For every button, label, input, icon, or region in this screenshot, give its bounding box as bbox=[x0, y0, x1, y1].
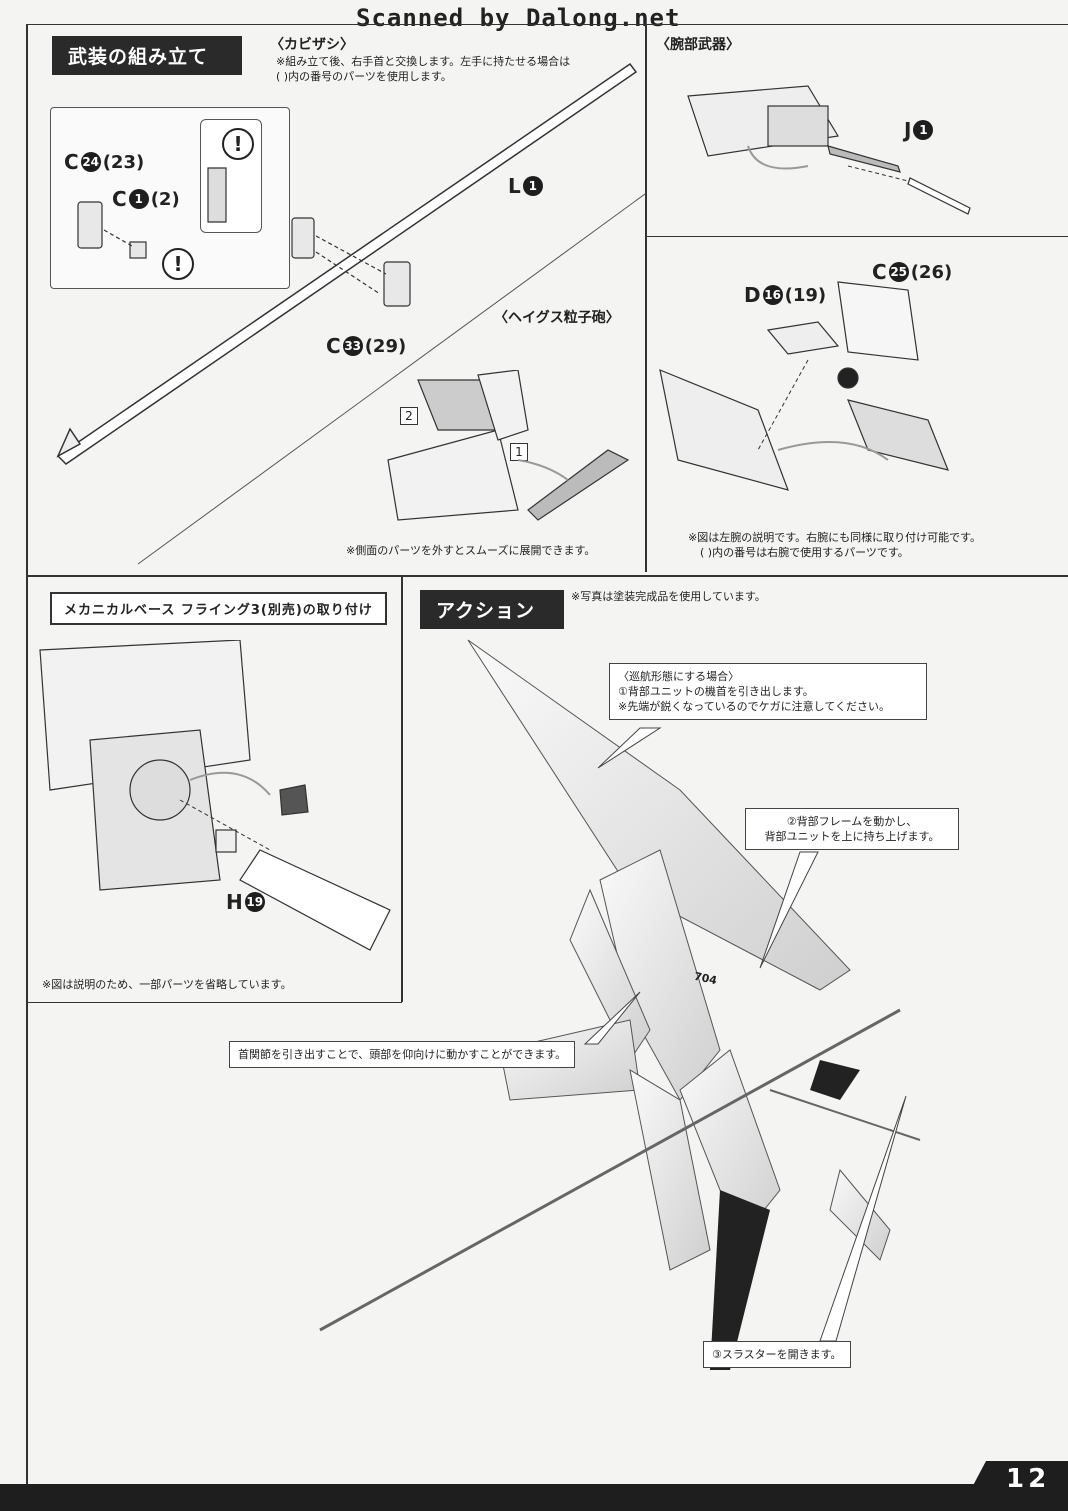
section-title-action: アクション bbox=[420, 590, 564, 629]
callout-back-frame-line2: 背部ユニットを上に持ち上げます。 bbox=[764, 830, 940, 843]
warning-icon: ! bbox=[222, 128, 254, 160]
callout-back-frame: ②背部フレームを動かし、 背部ユニットを上に持ち上げます。 bbox=[745, 808, 959, 850]
divider-diagonal bbox=[137, 193, 645, 565]
page-number: 12 bbox=[1006, 1464, 1051, 1494]
step-1-label: 1 bbox=[510, 443, 528, 461]
callout-back-frame-line1: ②背部フレームを動かし、 bbox=[786, 815, 918, 828]
divider-mech-base-right bbox=[401, 577, 403, 1002]
callout-cruise-mode-step: ①背部ユニットの機首を引き出します。 bbox=[618, 685, 814, 698]
kabizashi-note-2: ( )内の番号のパーツを使用します。 bbox=[276, 70, 452, 83]
hages-cannon-diagram bbox=[387, 370, 630, 521]
warning-icon-2: ! bbox=[162, 248, 194, 280]
kabizashi-note-1: ※組み立て後、右手首と交換します。左手に持たせる場合は bbox=[276, 55, 571, 68]
divider-horizontal bbox=[26, 575, 1068, 577]
footer-bar bbox=[0, 1484, 1068, 1511]
arm-weapon-diagram bbox=[687, 85, 971, 215]
spear-shaft bbox=[56, 62, 638, 465]
callout-cruise-mode: 〈巡航形態にする場合〉 ①背部ユニットの機首を引き出します。 ※先端が鋭くなって… bbox=[609, 663, 927, 720]
arm-weapon-note-1: ※図は左腕の説明です。右腕にも同様に取り付け可能です。 bbox=[688, 531, 982, 544]
action-figure-photo bbox=[319, 639, 921, 1370]
divider-arm-weapon bbox=[647, 236, 1068, 237]
arm-bracket-diagram bbox=[659, 281, 949, 491]
hand-parts-left bbox=[77, 167, 227, 259]
section-title-mechanical-base: メカニカルベース フライング3(別売)の取り付け bbox=[50, 592, 387, 625]
divider-top-vertical bbox=[645, 24, 647, 572]
mechanical-base-note: ※図は説明のため、一部パーツを省略しています。 bbox=[42, 978, 292, 991]
kabizashi-subtitle: 〈カビザシ〉 bbox=[270, 37, 354, 53]
divider-mech-base-bottom bbox=[28, 1002, 402, 1003]
hand-parts-center bbox=[291, 217, 411, 307]
callout-cruise-mode-warning: ※先端が鋭くなっているのでケガに注意してください。 bbox=[618, 700, 891, 713]
assembly-arrows bbox=[103, 229, 387, 295]
action-photo-note: ※写真は塗装完成品を使用しています。 bbox=[571, 590, 766, 603]
divider-left-vertical bbox=[26, 24, 28, 1484]
kabizashi-diagram bbox=[56, 62, 645, 565]
section-title-weapon-assembly: 武装の組み立て bbox=[52, 36, 242, 75]
page-number-tab bbox=[968, 1461, 1068, 1495]
divider-top bbox=[26, 24, 1068, 25]
mechanical-base-diagram bbox=[39, 640, 391, 951]
hages-cannon-note: ※側面のパーツを外すとスムーズに展開できます。 bbox=[346, 544, 596, 557]
callout-cruise-mode-title: 〈巡航形態にする場合〉 bbox=[618, 670, 740, 683]
callout-neck-joint: 首関節を引き出すことで、頭部を仰向けに動かすことができます。 bbox=[229, 1041, 576, 1068]
callout-thruster: ③スラスターを開きます。 bbox=[703, 1341, 851, 1368]
arm-weapon-subtitle: 〈腕部武器〉 bbox=[656, 37, 740, 53]
hages-cannon-subtitle: 〈ヘイグス粒子砲〉 bbox=[494, 310, 620, 326]
scan-credit: Scanned by Dalong.net bbox=[356, 4, 681, 32]
step-2-label: 2 bbox=[400, 407, 418, 425]
arm-weapon-note-2: ( )内の番号は右腕で使用するパーツです。 bbox=[700, 546, 909, 559]
